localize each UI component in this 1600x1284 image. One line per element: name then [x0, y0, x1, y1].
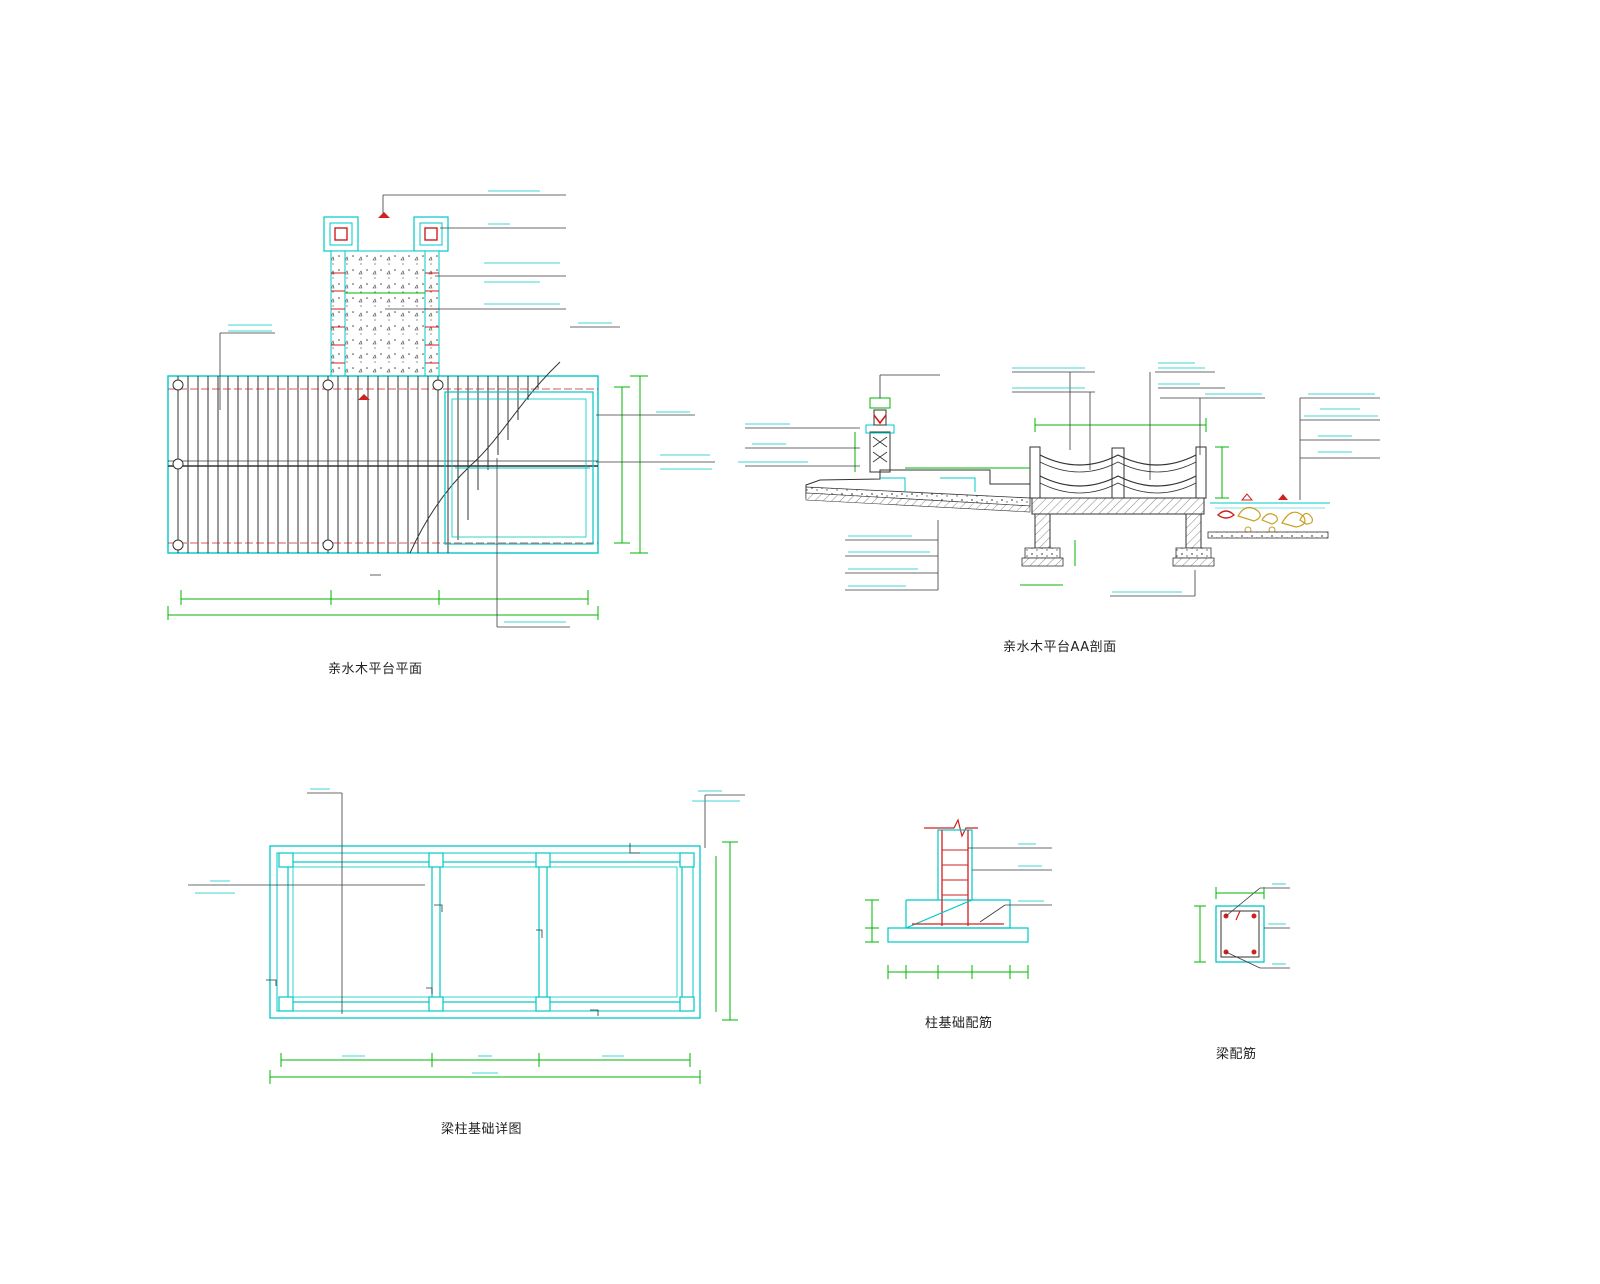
plan-view-title: 亲水木平台平面 [328, 662, 423, 677]
boulders [1216, 506, 1313, 534]
entrance-walkway [330, 250, 440, 379]
plan-dimensions [167, 375, 648, 620]
beam-foundation-title: 梁柱基础详图 [441, 1122, 523, 1137]
section-leaders [745, 371, 1380, 597]
section-cut-marks [358, 212, 390, 400]
beam-rebar-section [1194, 883, 1290, 969]
plan-view [167, 190, 715, 628]
section-view [738, 362, 1380, 597]
entrance-columns [323, 216, 449, 252]
section-label-marks [738, 362, 1378, 593]
column-footing-title: 柱基础配筋 [925, 1016, 993, 1031]
section-dimensions [854, 418, 1229, 586]
plan-label-marks [228, 190, 712, 623]
wave-railing [1029, 446, 1207, 499]
section-view-title: 亲水木平台AA剖面 [1003, 640, 1117, 655]
lamp-post [865, 374, 940, 473]
column-footing-detail [865, 818, 1052, 979]
beam-rebar-title: 梁配筋 [1216, 1047, 1257, 1062]
beam-foundation-plan [188, 788, 745, 1084]
timber-deck [167, 361, 599, 554]
plan-leaders [219, 194, 715, 628]
